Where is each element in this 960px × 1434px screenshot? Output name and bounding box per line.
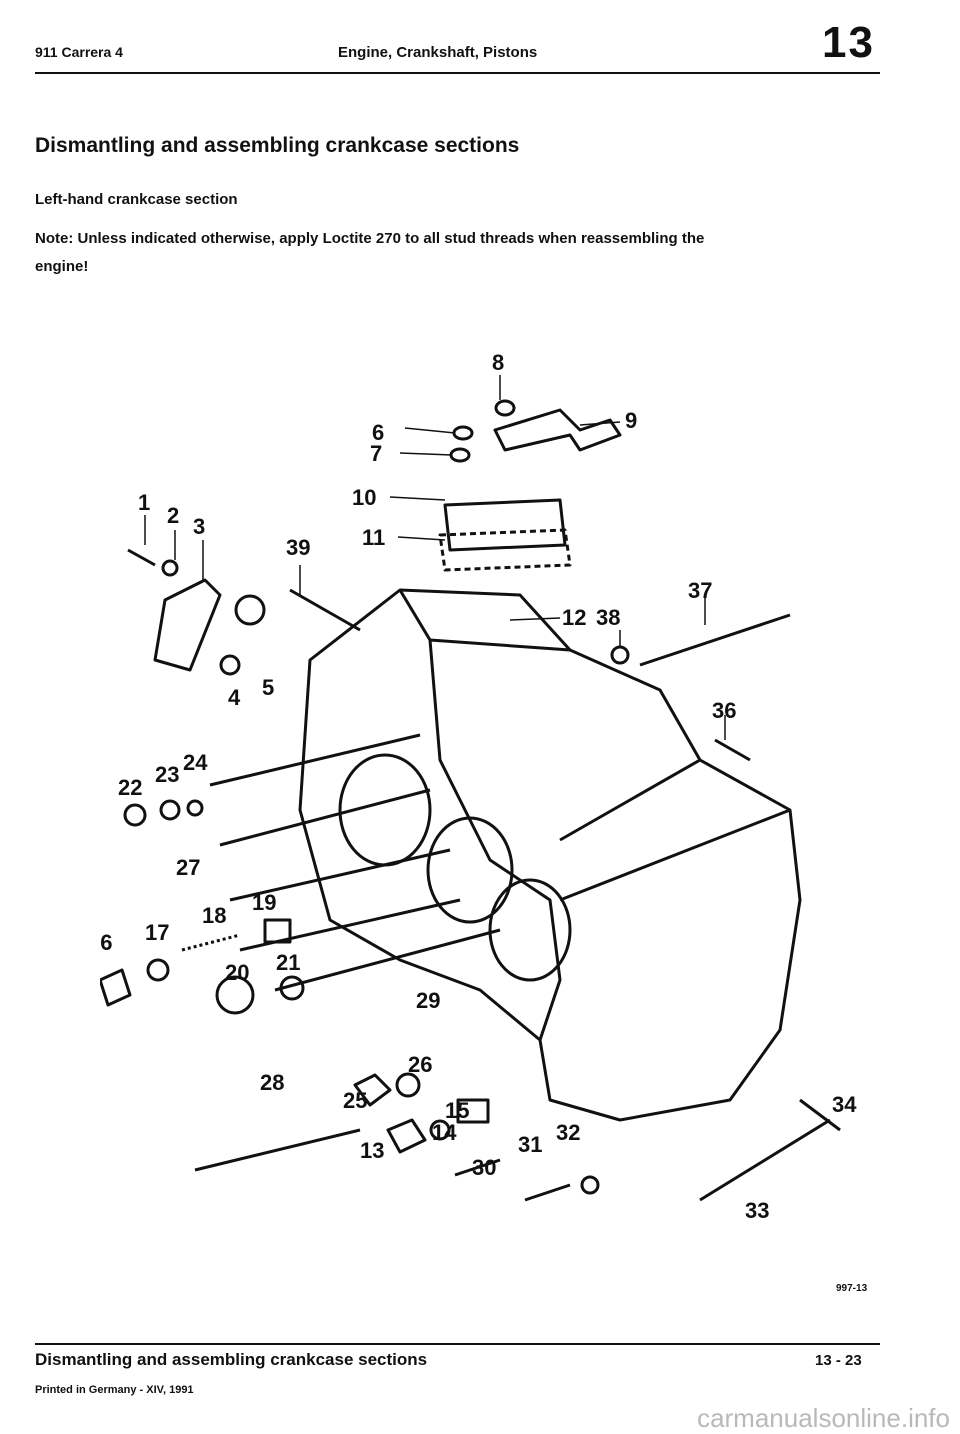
section-subtitle: Left-hand crankcase section (35, 191, 238, 208)
callout-34: 34 (832, 1092, 857, 1117)
callout-15: 15 (445, 1098, 469, 1123)
callout-1: 1 (138, 490, 150, 515)
bracket (493, 408, 622, 452)
watermark: carmanualsonline.info (697, 1403, 950, 1433)
callout-22: 22 (118, 775, 142, 800)
callout-7: 7 (370, 441, 382, 466)
callout-20: 20 (225, 960, 249, 985)
callout-33: 33 (745, 1198, 769, 1223)
footer-printed: Printed in Germany - XIV, 1991 (35, 1384, 194, 1396)
figure-id: 997-13 (836, 1283, 868, 1294)
callout-19: 19 (252, 890, 276, 915)
footer-section-title: Dismantling and assembling crankcase sec… (35, 1350, 428, 1369)
note-text: Note: Unless indicated otherwise, apply … (35, 230, 705, 275)
callout-18: 18 (202, 903, 226, 928)
page-title: Dismantling and assembling crankcase sec… (35, 134, 520, 157)
callout-16: 16 (100, 930, 112, 955)
callout-28: 28 (260, 1070, 284, 1095)
callout-9: 9 (625, 408, 637, 433)
callout-2: 2 (167, 503, 179, 528)
cylinder-bore-3 (488, 878, 572, 982)
header-model: 911 Carrera 4 (35, 44, 123, 60)
callout-13: 13 (360, 1138, 384, 1163)
footer-page-number: 13 - 23 (815, 1352, 862, 1369)
header-rule (35, 72, 880, 74)
callout-30: 30 (472, 1155, 496, 1180)
callout-8: 8 (492, 350, 504, 375)
callout-5: 5 (262, 675, 274, 700)
callout-17: 17 (145, 920, 169, 945)
crankcase-body (298, 588, 802, 1122)
cylinder-bore-2 (426, 816, 514, 924)
header-chapter-number: 13 (822, 18, 875, 67)
gasket (438, 528, 572, 572)
callout-36: 36 (712, 698, 736, 723)
callout-4: 4 (228, 685, 241, 710)
callout-37: 37 (688, 578, 712, 603)
callout-29: 29 (416, 988, 440, 1013)
callout-11: 11 (362, 525, 385, 550)
callout-38: 38 (596, 605, 620, 630)
callout-12: 12 (562, 605, 586, 630)
callout-21: 21 (276, 950, 300, 975)
callout-14: 14 (432, 1120, 457, 1145)
footer-rule (35, 1343, 880, 1345)
callout-24: 24 (183, 750, 208, 775)
cover-plate (443, 498, 567, 552)
callout-27: 27 (176, 855, 200, 880)
callout-26: 26 (408, 1052, 432, 1077)
callout-25: 25 (343, 1088, 367, 1113)
callout-10: 10 (352, 485, 376, 510)
header-chapter-title: Engine, Crankshaft, Pistons (338, 44, 538, 61)
callout-23: 23 (155, 762, 179, 787)
crankcase-exploded-diagram: 1 2 3 4 5 6 7 8 9 10 11 12 13 14 15 16 1… (100, 350, 857, 1223)
callout-3: 3 (193, 514, 205, 539)
callout-39: 39 (286, 535, 310, 560)
callout-32: 32 (556, 1120, 580, 1145)
callout-31: 31 (518, 1132, 542, 1157)
callout-6: 6 (372, 420, 384, 445)
